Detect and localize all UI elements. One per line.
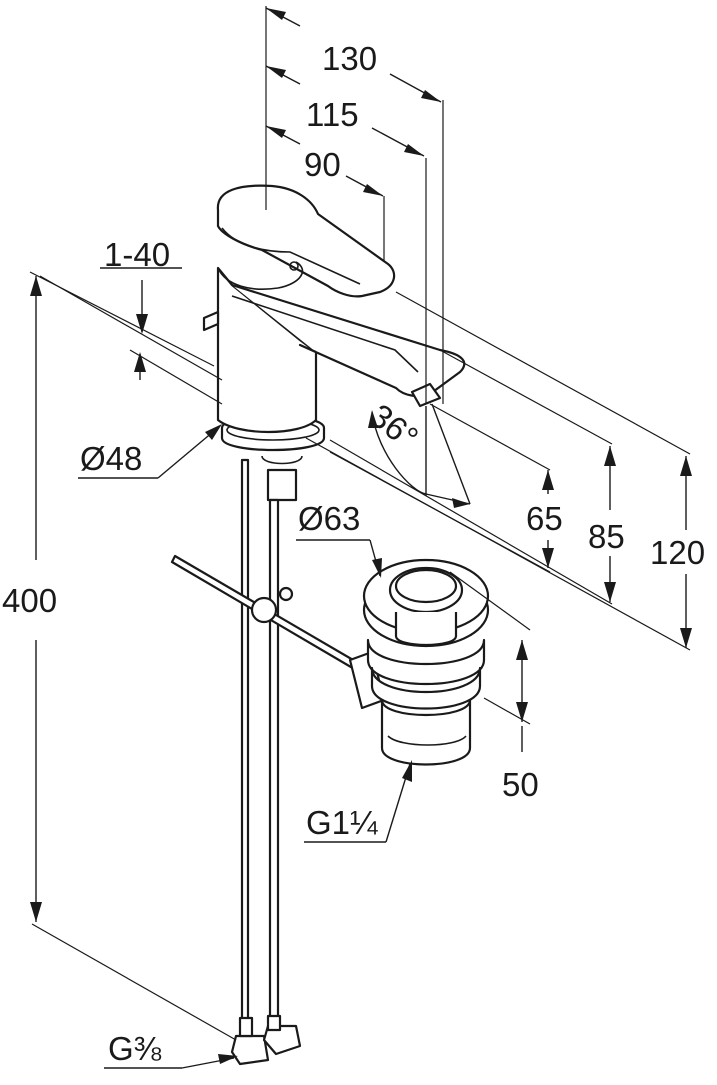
height-dimensions-right xyxy=(305,291,692,651)
drain-valve xyxy=(362,558,490,766)
label-diameter-63: Ø63 xyxy=(298,500,360,537)
label-90: 90 xyxy=(304,146,341,183)
label-diameter-48: Ø48 xyxy=(80,440,142,477)
hose-thread-leader xyxy=(104,1054,238,1069)
faucet-body xyxy=(202,184,466,452)
label-50: 50 xyxy=(502,766,539,803)
label-115: 115 xyxy=(306,96,359,133)
drain-height-dimension xyxy=(449,571,531,752)
drain-thread-leader xyxy=(304,760,412,843)
label-85: 85 xyxy=(588,518,625,555)
label-drain-thread: G1¼ xyxy=(306,804,378,841)
pop-up-rod xyxy=(170,554,386,710)
label-120: 120 xyxy=(650,534,705,571)
label-thickness: 1-40 xyxy=(104,236,170,273)
label-hose-thread: G⅜ xyxy=(108,1030,162,1067)
thickness-dimension xyxy=(39,267,223,405)
diameter-48-leader xyxy=(78,424,222,479)
label-angle: 36° xyxy=(363,397,425,457)
diameter-63-leader xyxy=(296,539,382,578)
label-65: 65 xyxy=(526,500,563,537)
top-dimensions xyxy=(265,6,444,404)
label-130: 130 xyxy=(322,40,377,77)
angle-dimension xyxy=(368,403,471,508)
hose-length-dimension xyxy=(29,271,237,1041)
supply-hose xyxy=(230,455,303,1066)
label-400: 400 xyxy=(2,582,57,619)
